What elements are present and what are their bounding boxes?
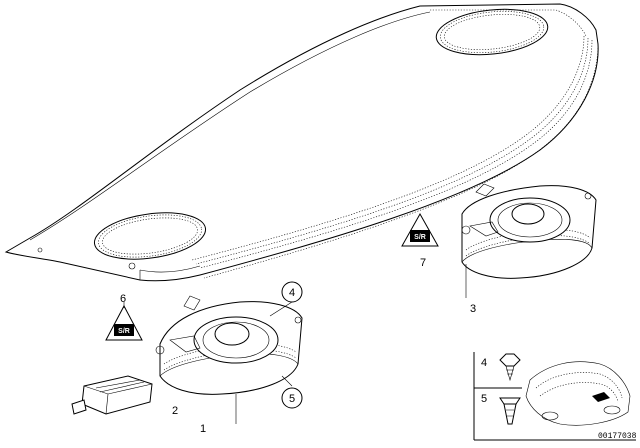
inset-label-4: 4 [481, 357, 487, 369]
svg-text:S/R: S/R [118, 328, 130, 335]
rear-parcel-shelf [4, 3, 599, 282]
speaker-right [461, 183, 597, 279]
svg-text:S/R: S/R [414, 234, 426, 241]
expanding-clip-icon [499, 397, 521, 425]
screw-icon [499, 353, 521, 382]
fastener-inset: 4 5 00177038 [473, 352, 637, 441]
car-silhouette [525, 361, 631, 426]
callout-part-4: 4 [289, 287, 295, 299]
callout-part-3: 3 [470, 303, 476, 315]
callout-part-1: 1 [200, 423, 206, 435]
callout-part-2: 2 [172, 405, 178, 417]
amplifier-module [71, 375, 153, 415]
warning-label-7: S/R [401, 212, 439, 247]
inset-label-5: 5 [481, 393, 487, 405]
leader-lines [123, 264, 467, 424]
callout-part-4-circle: 4 [281, 281, 303, 303]
callout-part-5: 5 [289, 393, 295, 405]
callout-part-7: 7 [420, 257, 426, 269]
callout-part-5-circle: 5 [281, 387, 303, 409]
document-id: 00177038 [598, 432, 637, 441]
callout-part-6: 6 [120, 293, 126, 305]
warning-label-6: S/R [105, 304, 143, 341]
speaker-left [155, 295, 303, 395]
